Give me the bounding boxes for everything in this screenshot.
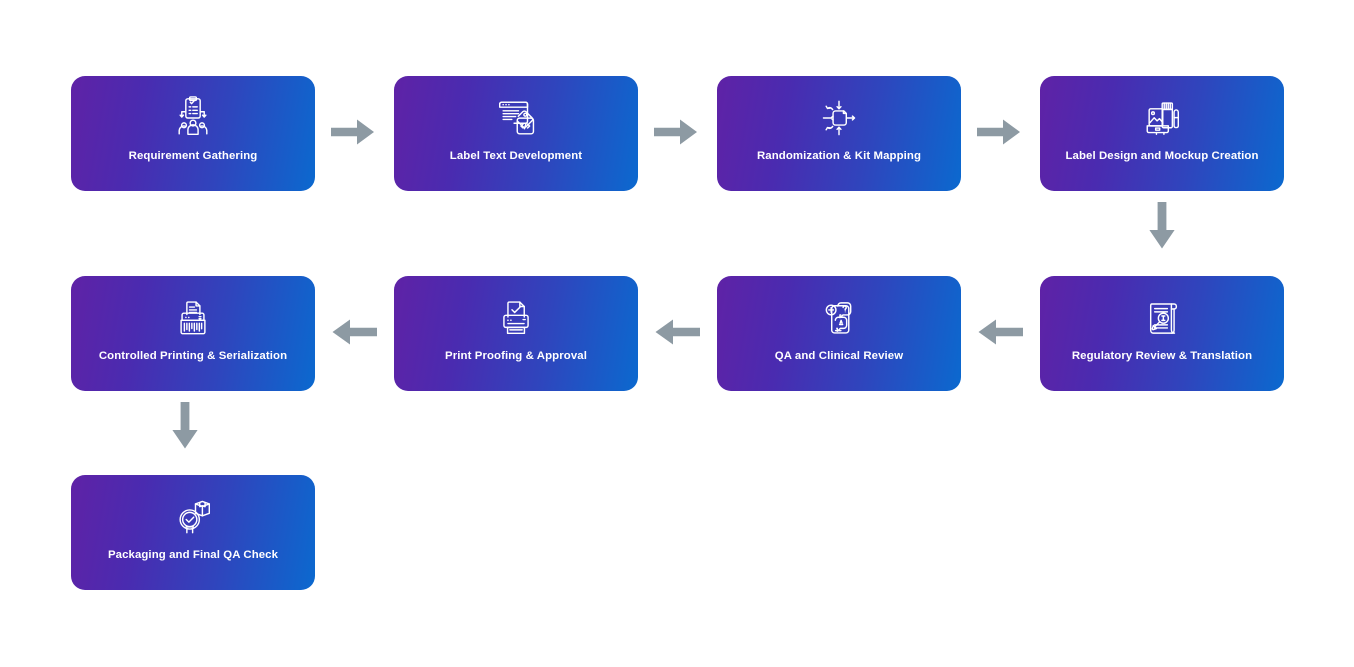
clipboard-people-icon [170,95,216,141]
flow-arrow-right-1 [331,118,375,146]
browser-code-tag-icon [493,95,539,141]
flow-node-label-design-mockup-creation[interactable]: Label Design and Mockup Creation [1040,76,1284,191]
flow-node-print-proofing-approval[interactable]: Print Proofing & Approval [394,276,638,391]
flow-node-label: QA and Clinical Review [774,350,904,362]
flow-arrow-left-2 [654,318,700,346]
flow-node-label: Label Design and Mockup Creation [1065,150,1259,162]
flow-node-label-text-development[interactable]: Label Text Development [394,76,638,191]
flow-arrow-right-3 [977,118,1021,146]
flow-arrow-left-3 [331,318,377,346]
flow-node-label: Controlled Printing & Serialization [98,350,288,362]
flow-node-label: Regulatory Review & Translation [1071,350,1253,362]
flow-node-qa-clinical-review[interactable]: QA and Clinical Review [717,276,961,391]
flow-arrow-down-1 [1148,202,1176,250]
flow-node-requirement-gathering[interactable]: Requirement Gathering [71,76,315,191]
question-answer-bubbles-icon [816,295,862,341]
printer-check-icon [493,295,539,341]
flow-arrow-down-2 [171,402,199,450]
flow-node-packaging-final-qa-check[interactable]: Packaging and Final QA Check [71,475,315,590]
flow-node-label: Print Proofing & Approval [445,350,587,362]
flow-node-controlled-printing-serialization[interactable]: Controlled Printing & Serialization [71,276,315,391]
printer-barcode-icon [170,295,216,341]
flow-node-label: Label Text Development [449,150,583,162]
box-check-badge-icon [170,494,216,540]
flow-node-label: Randomization & Kit Mapping [756,150,922,162]
flow-arrow-right-2 [654,118,698,146]
flow-node-regulatory-review-translation[interactable]: Regulatory Review & Translation [1040,276,1284,391]
flow-node-label: Requirement Gathering [128,150,258,162]
package-mockup-image-icon [1139,95,1185,141]
flow-node-randomization-kit-mapping[interactable]: Randomization & Kit Mapping [717,76,961,191]
flow-arrow-left-1 [977,318,1023,346]
scroll-magnifier-icon [1139,295,1185,341]
box-arrows-scatter-icon [816,95,862,141]
flow-node-label: Packaging and Final QA Check [107,549,279,561]
